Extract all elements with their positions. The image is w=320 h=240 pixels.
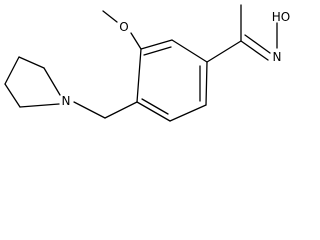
ring-bond-2	[171, 39, 208, 63]
atom-label-pyrrolidine-nitrogen: N	[62, 94, 71, 108]
bond-c-n-double-1	[240, 40, 269, 61]
pyrrolidine-bond-2	[18, 56, 45, 69]
atom-label-methoxy-oxygen: O	[119, 20, 128, 34]
ring-bond-6	[136, 48, 142, 103]
ring-bond-3	[205, 61, 208, 106]
atom-label-oxime-nitrogen: N	[273, 50, 282, 64]
bond-o-ring	[130, 32, 142, 50]
bond-c-n-double-2	[244, 34, 271, 54]
bond-ring-ch2	[104, 101, 138, 119]
pyrrolidine-bond-5	[19, 103, 60, 108]
bond-ring-c	[206, 40, 242, 63]
pyrrolidine-bond-3	[4, 56, 20, 85]
atom-label-oxime-oxygen: HO	[272, 10, 290, 24]
ring-bond-5	[136, 101, 171, 122]
ring-bond-1-inner	[143, 46, 172, 56]
ring-bond-1	[140, 39, 173, 50]
pyrrolidine-bond-1	[43, 67, 61, 96]
bond-ch2-n	[73, 101, 106, 119]
structural-formula: O HO N N	[4, 4, 290, 122]
pyrrolidine-bond-4	[4, 83, 21, 108]
bond-methyl-o	[102, 10, 118, 23]
ring-bond-4	[169, 104, 207, 122]
ring-bond-5-inner	[141, 98, 169, 115]
